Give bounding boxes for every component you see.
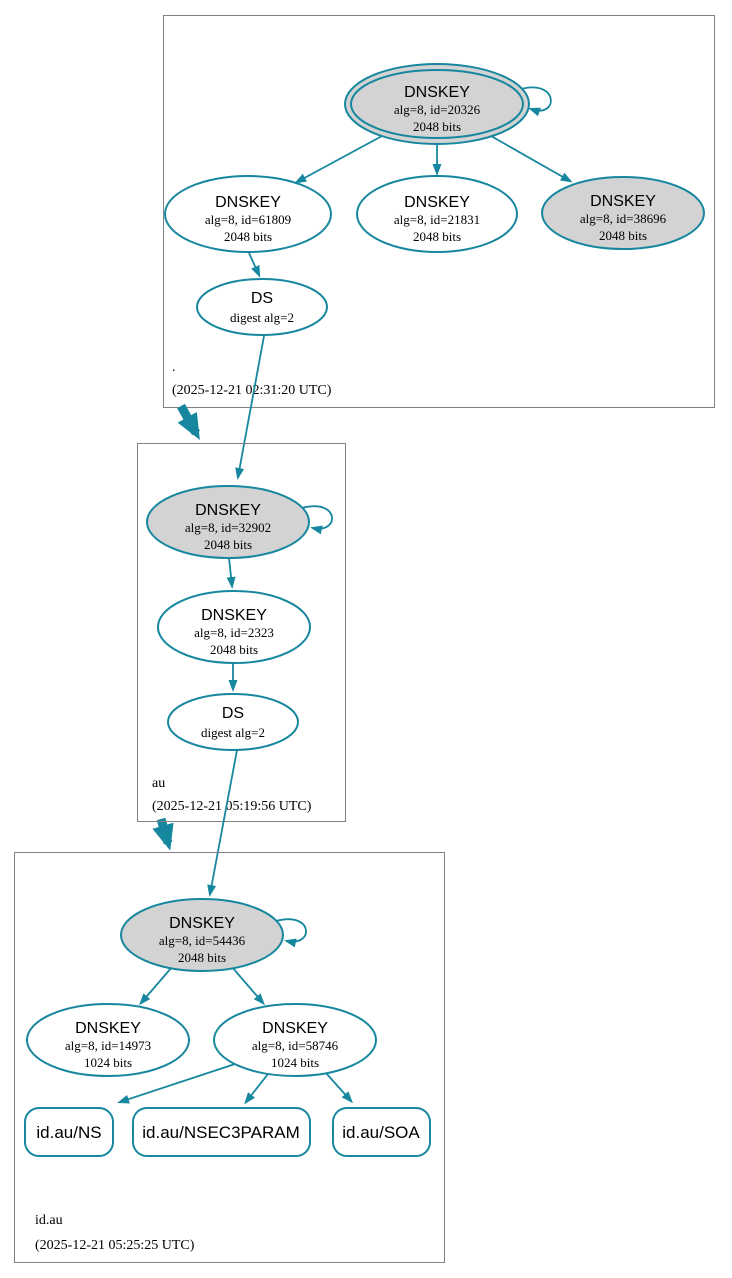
dnskey-21831-detail1: alg=8, id=21831 (394, 212, 480, 227)
dnskey-61809-title: DNSKEY (215, 194, 281, 211)
dnskey-32902-detail2: 2048 bits (204, 537, 252, 552)
dnskey-38696-detail2: 2048 bits (599, 228, 647, 243)
edge-zsk58746-to-ns (117, 1063, 236, 1104)
edge-root-ksk-self-loop (520, 86, 552, 117)
dnskey-20326-title: DNSKEY (404, 84, 470, 101)
dnskey-58746-detail1: alg=8, id=58746 (252, 1038, 339, 1053)
dnskey-node-54436: DNSKEY alg=8, id=54436 2048 bits (120, 898, 284, 972)
ds-au-ellipse (167, 693, 299, 751)
dnskey-2323-detail1: alg=8, id=2323 (194, 625, 274, 640)
edge-idau-ksk-to-zsk14973 (139, 966, 173, 1006)
rrset-nsec3param-label: id.au/NSEC3PARAM (142, 1123, 299, 1142)
dnskey-32902-ellipse (146, 485, 310, 559)
ds-au-title: DS (222, 705, 244, 722)
edge-root-ksk-to-ksk38696 (490, 135, 573, 183)
dnskey-node-58746: DNSKEY alg=8, id=58746 1024 bits (213, 1003, 377, 1077)
dnskey-38696-detail1: alg=8, id=38696 (580, 211, 667, 226)
ds-node-au: DS digest alg=2 (167, 693, 299, 751)
dnskey-2323-detail2: 2048 bits (210, 642, 258, 657)
dnskey-2323-ellipse (157, 590, 311, 664)
edge-root-ksk-to-zsk61809 (294, 135, 383, 184)
dnskey-node-14973: DNSKEY alg=8, id=14973 1024 bits (26, 1003, 190, 1077)
edge-root-ds-to-au-ksk (235, 335, 265, 480)
rrset-node-nsec3param: id.au/NSEC3PARAM (132, 1107, 311, 1157)
ds-root-title: DS (251, 290, 273, 307)
dnskey-54436-detail2: 2048 bits (178, 950, 226, 965)
edge-au-zone-to-idau-zone (152, 817, 174, 851)
dnskey-54436-detail1: alg=8, id=54436 (159, 933, 246, 948)
zone-au-timestamp: (2025-12-21 05:19:56 UTC) (152, 799, 312, 814)
dnskey-14973-detail2: 1024 bits (84, 1055, 132, 1070)
dnskey-20326-detail1: alg=8, id=20326 (394, 102, 481, 117)
dnskey-21831-title: DNSKEY (404, 194, 470, 211)
dnskey-node-2323: DNSKEY alg=8, id=2323 2048 bits (157, 590, 311, 664)
rrset-soa-label: id.au/SOA (342, 1123, 420, 1142)
zone-root-label: . (172, 360, 176, 375)
dnskey-node-61809: DNSKEY alg=8, id=61809 2048 bits (164, 175, 332, 253)
rrset-node-soa: id.au/SOA (332, 1107, 431, 1157)
dnskey-58746-detail2: 1024 bits (271, 1055, 319, 1070)
zone-idau-label: id.au (35, 1213, 63, 1228)
rrset-ns-box (24, 1107, 114, 1157)
dnskey-node-32902: DNSKEY alg=8, id=32902 2048 bits (146, 485, 310, 559)
dnskey-node-20326: DNSKEY alg=8, id=20326 2048 bits (344, 63, 530, 145)
dnskey-14973-title: DNSKEY (75, 1020, 141, 1037)
edge-zsk58746-to-soa (325, 1072, 353, 1104)
zone-root-cluster (163, 15, 715, 408)
dnskey-58746-title: DNSKEY (262, 1020, 328, 1037)
ds-root-detail1: digest alg=2 (230, 310, 294, 325)
ds-au-detail1: digest alg=2 (201, 725, 265, 740)
dnskey-61809-detail2: 2048 bits (224, 229, 272, 244)
rrset-soa-box (332, 1107, 431, 1157)
dnskey-38696-ellipse (541, 176, 705, 250)
zone-idau-cluster (14, 852, 445, 1263)
dnskey-20326-detail2: 2048 bits (413, 119, 461, 134)
dnskey-node-38696: DNSKEY alg=8, id=38696 2048 bits (541, 176, 705, 250)
dnskey-32902-detail1: alg=8, id=32902 (185, 520, 271, 535)
dnskey-58746-ellipse (213, 1003, 377, 1077)
ds-node-root: DS digest alg=2 (196, 278, 328, 336)
dnskey-14973-ellipse (26, 1003, 190, 1077)
edge-idau-ksk-self-loop (275, 918, 307, 948)
dnskey-38696-title: DNSKEY (590, 193, 656, 210)
dnskey-20326-inner-ellipse (350, 69, 524, 139)
dnskey-node-21831: DNSKEY alg=8, id=21831 2048 bits (356, 175, 518, 253)
edge-zsk61809-to-ds (248, 252, 261, 278)
edge-idau-ksk-to-zsk58746 (231, 966, 265, 1006)
dnskey-61809-ellipse (164, 175, 332, 253)
rrset-nsec3param-box (132, 1107, 311, 1157)
dnskey-54436-title: DNSKEY (169, 915, 235, 932)
dnskey-21831-ellipse (356, 175, 518, 253)
zone-au-label: au (152, 776, 165, 791)
dnskey-21831-detail2: 2048 bits (413, 229, 461, 244)
edge-au-ksk-self-loop (301, 505, 333, 535)
dnskey-20326-outer-ellipse (344, 63, 530, 145)
ds-root-ellipse (196, 278, 328, 336)
edge-zsk58746-to-nsec3param (244, 1073, 269, 1105)
edge-root-zone-to-au-zone (177, 403, 200, 440)
dnskey-32902-title: DNSKEY (195, 502, 261, 519)
edge-au-ds-to-idau-ksk (207, 749, 238, 897)
dnskey-54436-ellipse (120, 898, 284, 972)
zone-au-cluster (137, 443, 346, 822)
dnskey-2323-title: DNSKEY (201, 607, 267, 624)
zone-root-timestamp: (2025-12-21 02:31:20 UTC) (172, 383, 332, 398)
zone-idau-timestamp: (2025-12-21 05:25:25 UTC) (35, 1238, 195, 1253)
dnskey-61809-detail1: alg=8, id=61809 (205, 212, 291, 227)
dnskey-14973-detail1: alg=8, id=14973 (65, 1038, 151, 1053)
rrset-node-ns: id.au/NS (24, 1107, 114, 1157)
edge-au-ksk-to-zsk (226, 557, 236, 589)
rrset-ns-label: id.au/NS (36, 1123, 101, 1142)
